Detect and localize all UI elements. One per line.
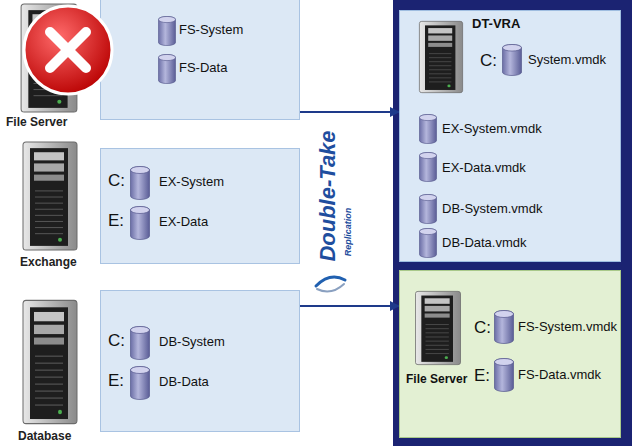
disk-icon bbox=[158, 54, 175, 83]
brand-label: Replication bbox=[343, 208, 353, 257]
volume-name: EX-System bbox=[159, 175, 224, 190]
recovered-server-box: File Server C: FS-System.vmdkE: FS-Data.vmd… bbox=[399, 270, 621, 438]
volume-name: FS-Data.vmdk bbox=[518, 368, 601, 383]
server-icon bbox=[419, 21, 462, 92]
disk-icon bbox=[495, 311, 514, 344]
brand-logo bbox=[316, 277, 345, 291]
server-label: File Server bbox=[6, 116, 67, 130]
drive-letter: E: bbox=[474, 366, 490, 386]
disk-icon bbox=[131, 207, 150, 240]
disk-icon bbox=[419, 194, 436, 223]
volume-name: EX-Data.vmdk bbox=[442, 161, 526, 176]
volume-name: DB-Data bbox=[159, 375, 209, 390]
server-name: DT-VRA bbox=[472, 17, 520, 32]
disk-icon bbox=[503, 44, 522, 75]
drive-group-box: C: DB-SystemE: DB-Data bbox=[100, 290, 300, 432]
volume-name: FS-System.vmdk bbox=[518, 320, 617, 335]
drive-letter: E: bbox=[108, 211, 124, 231]
volume-name: DB-System bbox=[159, 335, 225, 350]
server-icon bbox=[416, 291, 461, 364]
volume-name: EX-Data bbox=[159, 215, 208, 230]
drive-letter: C: bbox=[108, 171, 125, 191]
volume-name: FS-System bbox=[179, 23, 243, 38]
drive-letter: C: bbox=[480, 51, 497, 71]
drive-letter: C: bbox=[108, 331, 125, 351]
drive-letter: E: bbox=[108, 371, 124, 391]
disk-icon bbox=[495, 359, 514, 392]
volume-name: DB-System.vmdk bbox=[442, 202, 542, 217]
server-icon bbox=[23, 300, 77, 423]
drive-group-box: C: EX-SystemE: EX-Data bbox=[100, 148, 300, 264]
server-icon bbox=[23, 142, 77, 250]
drive-group-box: FS-SystemFS-Data bbox=[100, 0, 300, 120]
disk-icon bbox=[419, 152, 436, 181]
volume-name: FS-Data bbox=[179, 61, 227, 76]
disk-icon bbox=[131, 167, 150, 200]
disk-icon bbox=[419, 228, 436, 257]
replication-arrow bbox=[300, 111, 399, 113]
volume-name: EX-System.vmdk bbox=[442, 122, 542, 137]
failure-mark bbox=[24, 6, 112, 94]
server-label: Database bbox=[18, 430, 71, 444]
replication-arrow bbox=[300, 305, 399, 307]
navy-panel bbox=[393, 0, 632, 446]
server-label: Exchange bbox=[20, 256, 77, 270]
server-icon bbox=[21, 4, 77, 112]
replica-appliance-box: DT-VRA C: System.vmdkEX-System.vmdkEX-Data… bbox=[399, 10, 621, 262]
server-name: File Server bbox=[406, 373, 467, 387]
disk-icon bbox=[419, 114, 436, 143]
brand-label: Double-Take bbox=[315, 130, 340, 261]
disk-icon bbox=[131, 327, 150, 360]
disk-icon bbox=[158, 16, 175, 45]
volume-name: System.vmdk bbox=[528, 53, 606, 68]
volume-name: DB-Data.vmdk bbox=[442, 236, 527, 251]
drive-letter: C: bbox=[474, 318, 491, 338]
disk-icon bbox=[131, 367, 150, 400]
